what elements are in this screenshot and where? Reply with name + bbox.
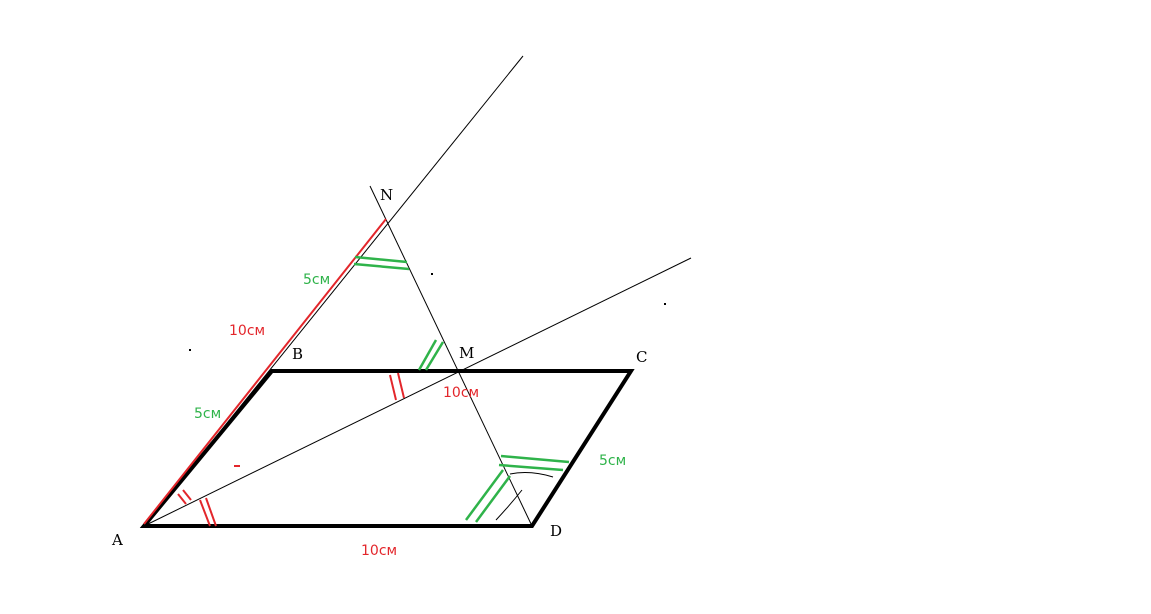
length-label-cd: 5см — [599, 453, 626, 469]
angle-marks-green — [353, 255, 570, 523]
point-label-b: B — [292, 345, 303, 363]
bisector-ray-am — [143, 257, 692, 527]
point-label-m: M — [459, 344, 474, 362]
point-label-c: C — [636, 348, 647, 366]
stray-dot — [431, 273, 433, 275]
point-label-n: N — [380, 186, 393, 204]
length-label-an: 10см — [229, 323, 265, 339]
line-nd — [369, 185, 533, 527]
stray-dot — [189, 349, 191, 351]
angle-arcs-d — [495, 472, 554, 521]
length-label-bm: 10см — [443, 385, 479, 401]
length-label-bn: 5см — [303, 272, 330, 288]
segment-an-red — [143, 218, 387, 525]
angle-marks-red — [177, 372, 405, 527]
point-label-a: A — [111, 531, 123, 549]
length-label-ab: 5см — [194, 406, 221, 422]
stray-mark-red — [234, 465, 240, 467]
point-label-d: D — [550, 522, 562, 540]
length-label-ad: 10см — [361, 543, 397, 559]
parallelogram-abcd — [139, 369, 635, 528]
stray-dot — [664, 303, 666, 305]
